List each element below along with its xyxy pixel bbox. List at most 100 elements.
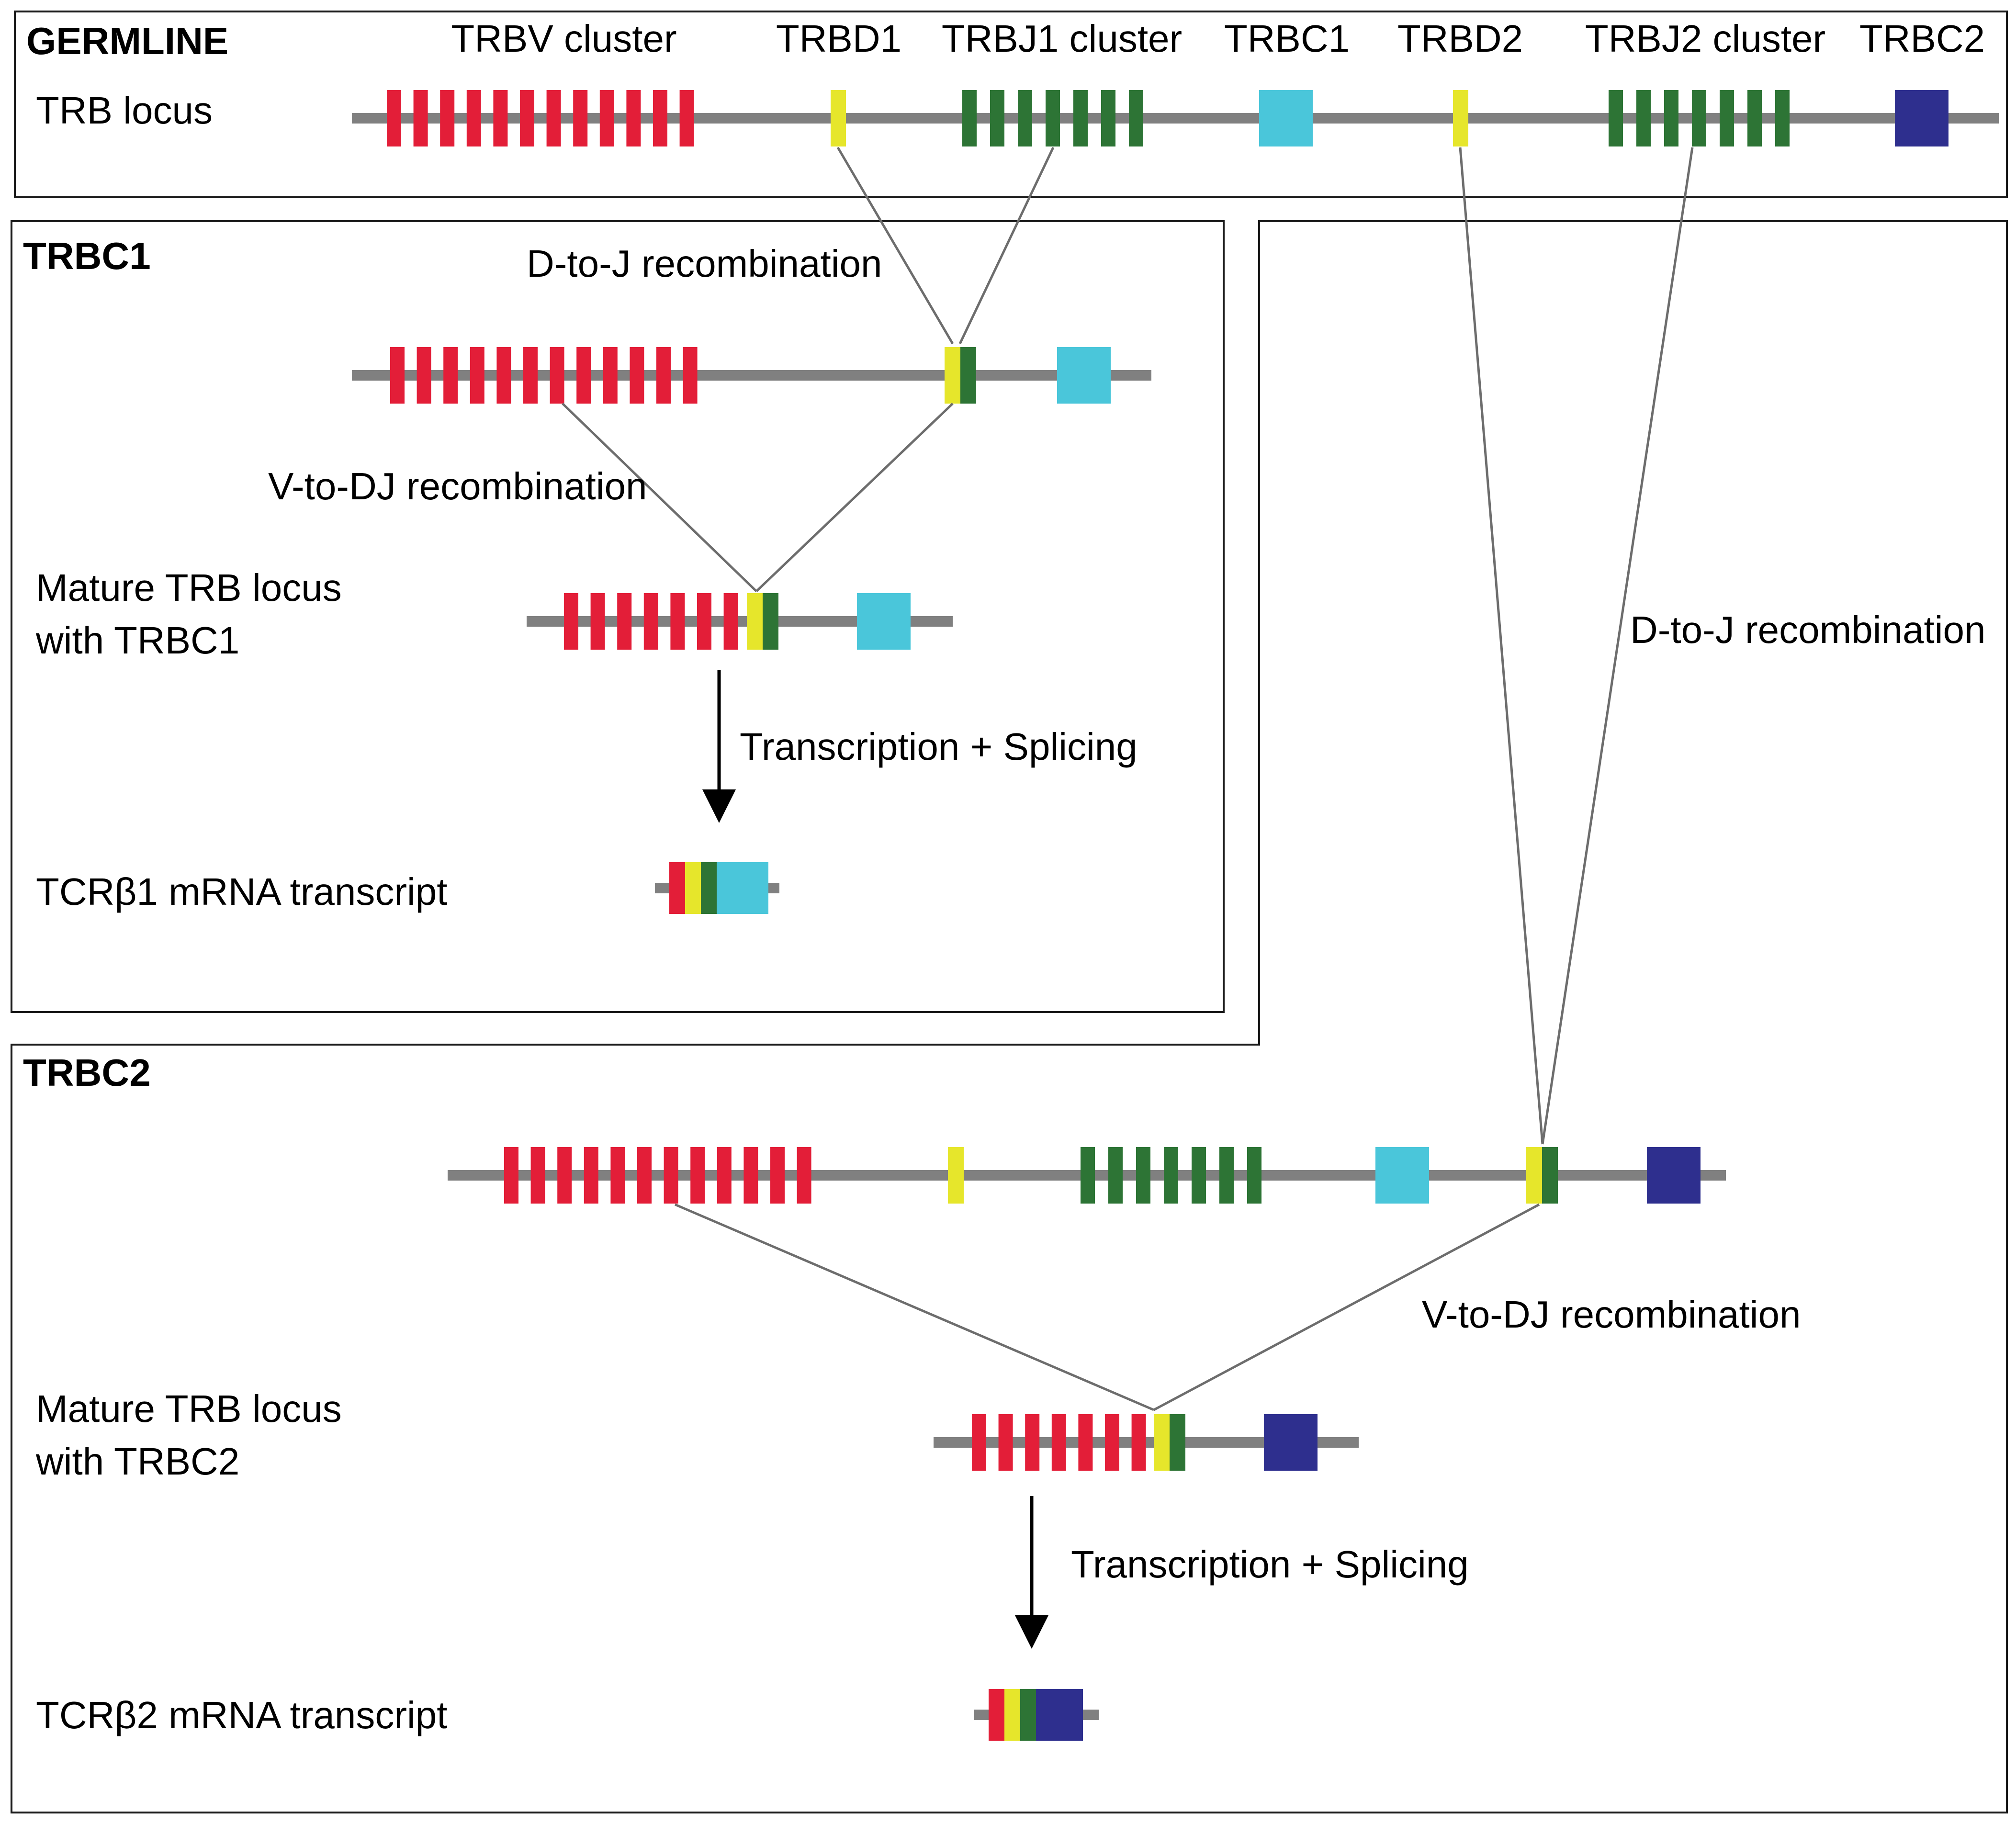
trbc1-transcript-segments	[669, 862, 768, 914]
trbc1-dj-segments	[390, 347, 1111, 404]
j-segment	[1775, 90, 1790, 146]
trbc2-v-to-dj-line-v	[675, 1203, 1154, 1411]
j-segment	[763, 593, 778, 650]
v-segment	[770, 1147, 785, 1204]
j-segment	[1747, 90, 1762, 146]
trbc1-panel-title: TRBC1	[23, 235, 151, 277]
d-segment	[685, 862, 701, 914]
v-segment	[683, 347, 698, 404]
v-segment	[637, 1147, 652, 1204]
trbc2-panel-title: TRBC2	[23, 1051, 151, 1094]
v-segment	[690, 1147, 705, 1204]
trbc2-label: TRBC2	[1859, 17, 1985, 60]
v-segment	[1051, 1414, 1066, 1471]
j-segment	[962, 90, 977, 146]
v-segment	[653, 90, 667, 146]
trbc1-label: TRBC1	[1224, 17, 1350, 60]
v-segment	[972, 1414, 986, 1471]
v-segment	[697, 593, 711, 650]
j-segment	[1219, 1147, 1234, 1204]
j-segment	[1129, 90, 1143, 146]
trbv-cluster-label: TRBV cluster	[451, 17, 676, 60]
v-segment	[564, 593, 578, 650]
trbc2-dj-segments	[504, 1147, 1701, 1204]
v-segment	[989, 1689, 1004, 1741]
v-segment	[520, 90, 534, 146]
trbc2-mature-segments	[972, 1414, 1318, 1471]
trbc1-panel	[11, 220, 1225, 1013]
v-segment	[603, 347, 618, 404]
v-segment	[466, 90, 481, 146]
j-segment	[1018, 90, 1032, 146]
v-segment	[530, 1147, 545, 1204]
v-segment	[617, 593, 632, 650]
j-segment	[1542, 1147, 1558, 1204]
d-segment	[1154, 1414, 1170, 1471]
v-segment	[723, 593, 738, 650]
j-segment	[1609, 90, 1623, 146]
j-segment	[1664, 90, 1678, 146]
v-segment	[1025, 1414, 1040, 1471]
v-segment	[576, 347, 591, 404]
j-segment	[1247, 1147, 1261, 1204]
trbc2-d-to-j-label: D-to-J recombination	[1630, 608, 1986, 651]
c2-segment	[1647, 1147, 1701, 1204]
trbc1-d-to-j-line-d	[836, 146, 954, 345]
v-segment	[679, 90, 694, 146]
germline-segments	[387, 90, 1948, 146]
trbc1-transcript-label: TCRβ1 mRNA transcript	[36, 870, 448, 913]
v-segment	[1078, 1414, 1093, 1471]
v-segment	[546, 90, 561, 146]
v-segment	[630, 347, 644, 404]
d-segment	[1526, 1147, 1542, 1204]
trbc2-mature-label-line2: with TRBC2	[35, 1440, 239, 1483]
v-segment	[590, 593, 605, 650]
trbc1-mature-label-line1: Mature TRB locus	[36, 566, 342, 609]
j-segment	[701, 862, 717, 914]
j-segment	[1046, 90, 1060, 146]
trb-locus-label: TRB locus	[36, 89, 213, 132]
j-segment	[960, 347, 976, 404]
trbc2-transcript-segments	[989, 1689, 1083, 1741]
trbc2-v-to-dj-label: V-to-DJ recombination	[1422, 1293, 1801, 1336]
j-segment	[1170, 1414, 1185, 1471]
trbc1-transcription-label: Transcription + Splicing	[740, 725, 1138, 768]
trbc2-d-to-j-line-d	[1459, 147, 1544, 1145]
d-segment	[1004, 1689, 1020, 1741]
trbc2-transcript-label: TCRβ2 mRNA transcript	[36, 1694, 448, 1736]
trbc1-v-to-dj-label: V-to-DJ recombination	[268, 465, 647, 507]
v-segment	[717, 1147, 732, 1204]
j-segment	[1073, 90, 1088, 146]
germline-panel	[14, 11, 2008, 198]
d-segment	[945, 347, 960, 404]
trbd1-label: TRBD1	[776, 17, 901, 60]
j-segment	[1692, 90, 1706, 146]
v-segment	[493, 90, 508, 146]
v-segment	[470, 347, 484, 404]
j-segment	[1081, 1147, 1095, 1204]
d-segment	[1453, 90, 1468, 146]
v-segment	[413, 90, 428, 146]
j-segment	[1636, 90, 1651, 146]
v-segment	[573, 90, 588, 146]
v-segment	[669, 862, 685, 914]
v-segment	[584, 1147, 598, 1204]
c2-segment	[1264, 1414, 1318, 1471]
c1-segment	[1259, 90, 1313, 146]
j-segment	[1101, 90, 1115, 146]
c1-segment	[717, 862, 768, 914]
trbc2-mature-label-line1: Mature TRB locus	[36, 1387, 342, 1430]
v-segment	[387, 90, 401, 146]
v-segment	[1131, 1414, 1146, 1471]
trbc1-d-to-j-label: D-to-J recombination	[527, 242, 882, 285]
trbc2-v-to-dj-line-dj	[1153, 1203, 1540, 1411]
v-segment	[417, 347, 431, 404]
trbc1-v-to-dj-line-v	[562, 403, 757, 592]
v-segment	[440, 90, 455, 146]
trbc1-v-to-dj-line-dj	[755, 403, 954, 592]
germline-title: GERMLINE	[26, 20, 228, 62]
c2-segment	[1895, 90, 1948, 146]
v-segment	[626, 90, 641, 146]
c2-segment	[1036, 1689, 1083, 1741]
v-segment	[743, 1147, 758, 1204]
